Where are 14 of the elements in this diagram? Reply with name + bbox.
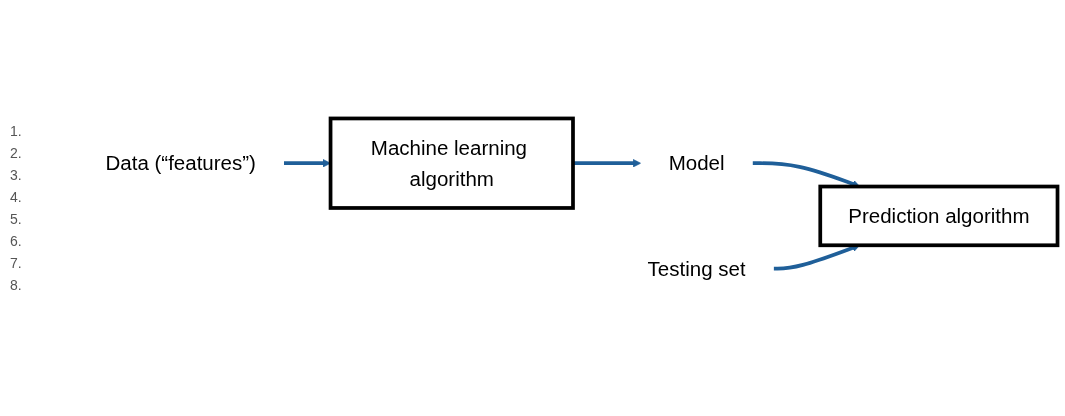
row-number: 3. [10,167,23,183]
node-box: Machine learning algorithm [328,116,575,210]
row-number: 1. [10,123,23,139]
row-number: 5. [10,211,23,227]
node-box: Prediction algorithm [818,184,1060,247]
node-text: Data (“features”) [105,151,256,175]
row-number: 6. [10,233,23,249]
node-text: Testing set [647,256,746,281]
node-text: Model [668,151,725,175]
row-number: 7. [10,255,23,271]
arrow [573,158,642,168]
row-number: 8. [10,277,23,293]
row-number: 2. [10,145,23,161]
row-number: 4. [10,189,23,205]
